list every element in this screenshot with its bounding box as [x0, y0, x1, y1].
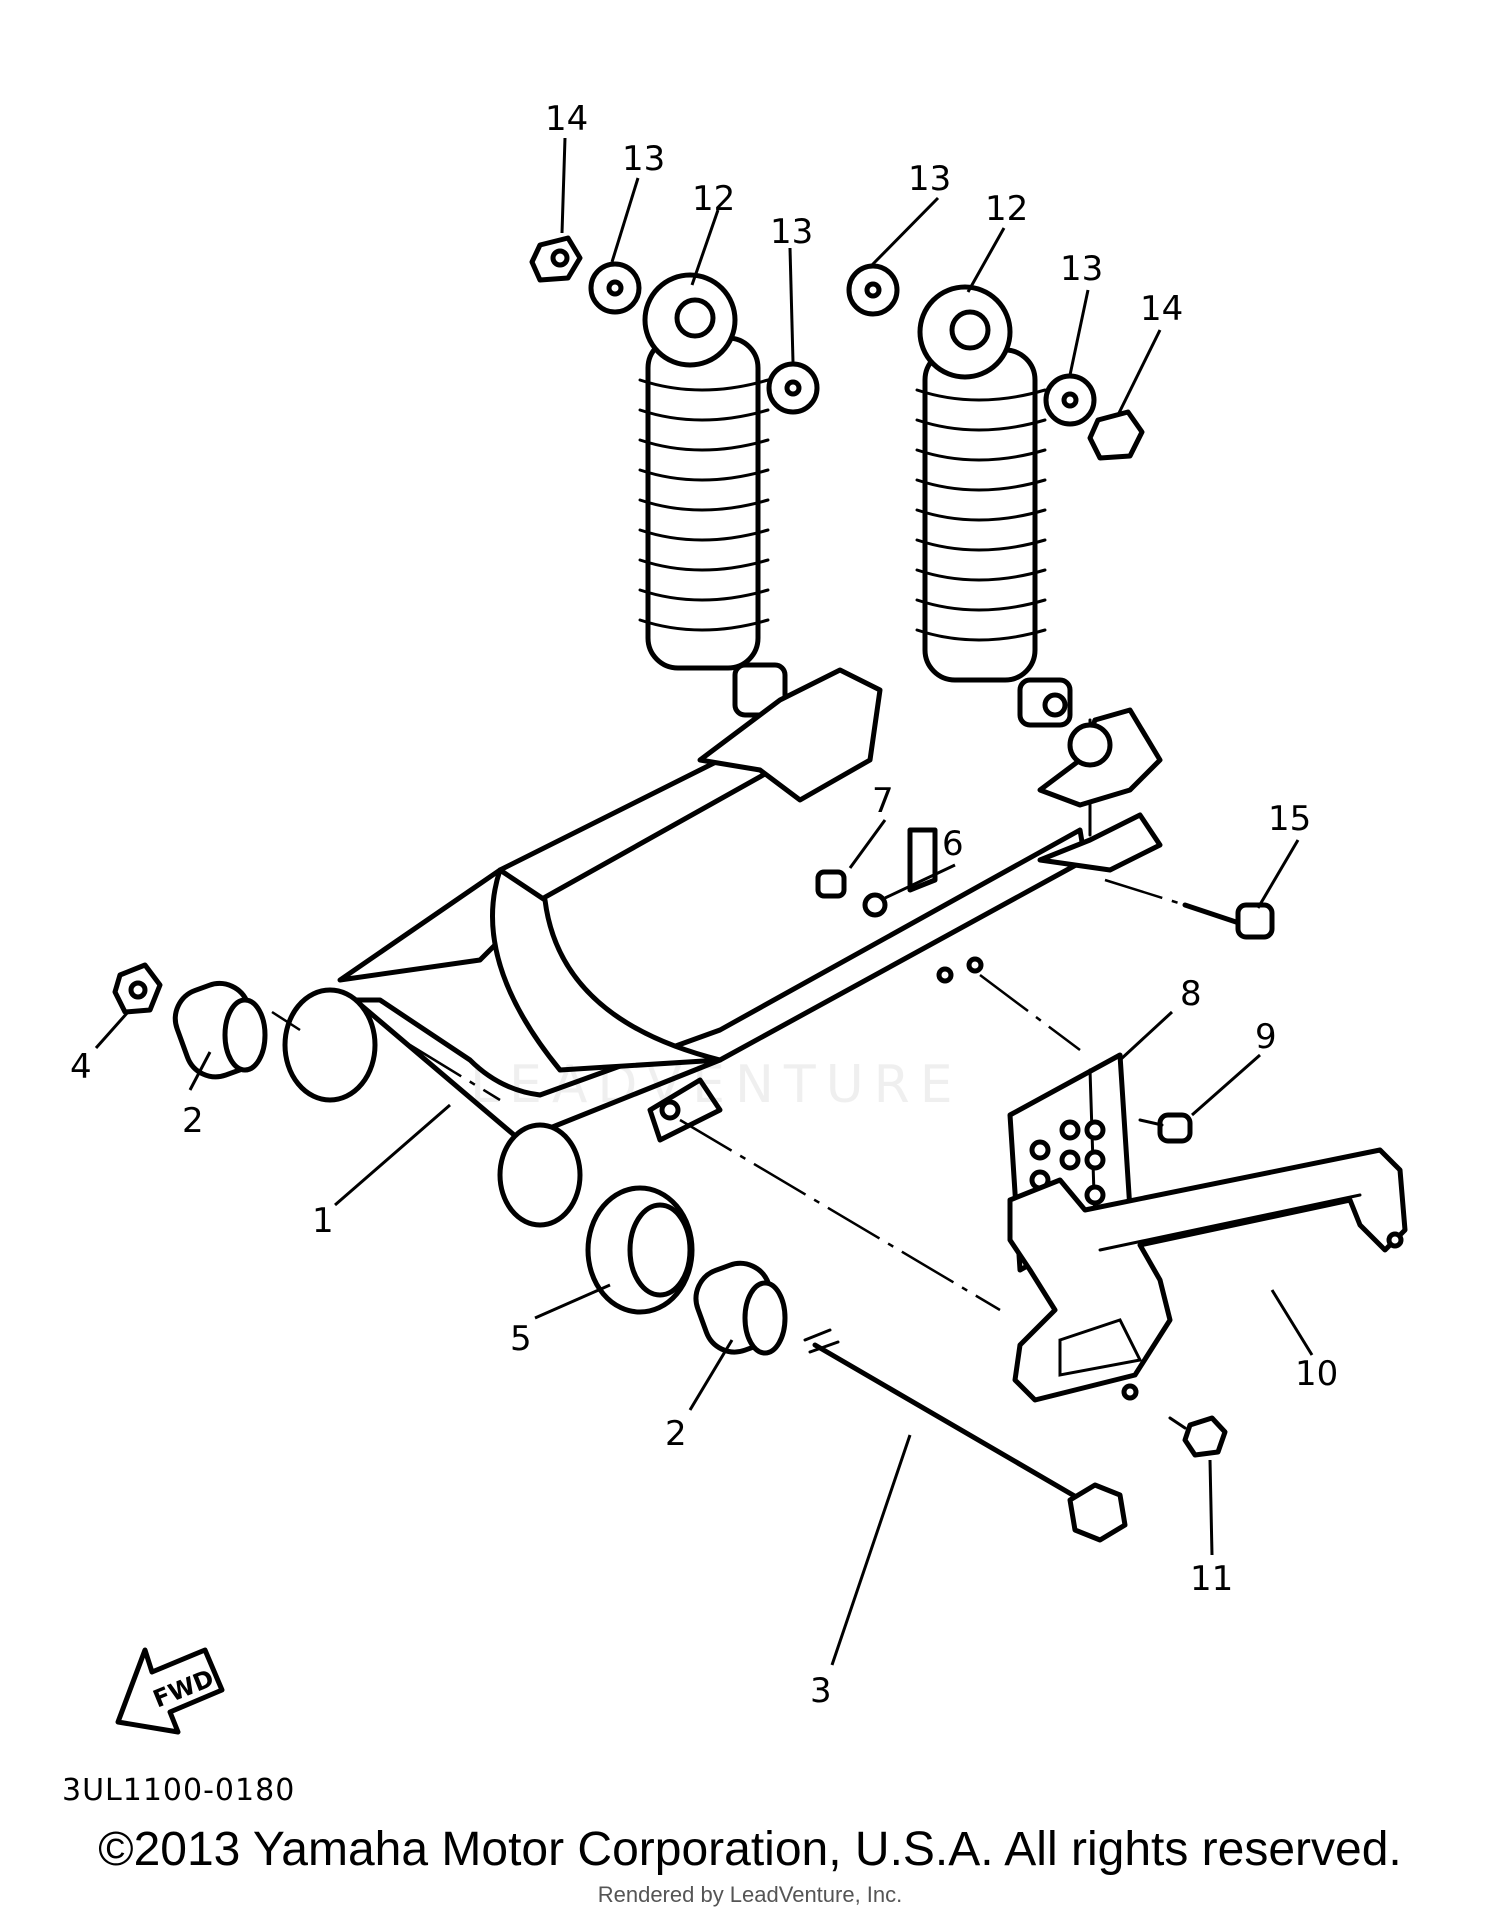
callout-14-b: 14 [1140, 289, 1183, 329]
watermark: LEADVENTURE [470, 1055, 963, 1115]
washer-13-c[interactable] [846, 263, 900, 317]
rear-shock-right[interactable] [915, 284, 1073, 728]
callout-8: 6 [942, 824, 964, 864]
callout-6: 8 [1180, 974, 1202, 1014]
callout-3: 3 [810, 1671, 832, 1711]
callout-labels: 14 13 12 13 13 12 13 14 7 6 15 8 9 10 11… [70, 99, 1338, 1711]
callout-9: 7 [872, 781, 894, 821]
callout-4: 4 [70, 1047, 92, 1087]
callout-13-b: 13 [770, 212, 813, 252]
washer-8[interactable] [862, 892, 888, 918]
leader-lines [94, 137, 1314, 1666]
washer-13-b[interactable] [766, 361, 820, 415]
callout-1: 1 [312, 1201, 334, 1241]
copyright-notice: ©2013 Yamaha Motor Corporation, U.S.A. A… [98, 1823, 1402, 1876]
callout-12-a: 12 [692, 179, 735, 219]
callout-13-d: 13 [1060, 249, 1103, 289]
fwd-arrow-icon: FWD [115, 1647, 225, 1735]
bushing-2-upper[interactable] [167, 975, 268, 1085]
nut-14-a[interactable] [529, 235, 583, 283]
washer-13-d[interactable] [1043, 373, 1097, 427]
chain-guard[interactable] [1007, 1147, 1408, 1403]
washer-13-a[interactable] [588, 261, 642, 315]
callout-2-a: 2 [182, 1101, 204, 1141]
bolt-11[interactable] [1168, 1415, 1228, 1458]
nut-4[interactable] [112, 962, 163, 1015]
callout-2-b: 2 [665, 1414, 687, 1454]
callout-10: 10 [1295, 1354, 1338, 1394]
screw-7[interactable] [1138, 1112, 1193, 1144]
bushing-2-lower[interactable] [688, 1255, 788, 1361]
nut-9[interactable] [815, 869, 847, 899]
rear-shock-left[interactable] [638, 272, 788, 718]
rendered-by-notice: Rendered by LeadVenture, Inc. [597, 1882, 903, 1907]
callout-12-b: 12 [985, 189, 1028, 229]
callout-7: 9 [1255, 1017, 1277, 1057]
collar-5[interactable] [585, 1185, 695, 1315]
diagram-code: 3UL1100-0180 [62, 1773, 296, 1808]
nut-14-b[interactable] [1087, 409, 1145, 461]
bolt-15[interactable] [1182, 902, 1275, 940]
pivot-shaft[interactable] [803, 1328, 1128, 1543]
swing-arm[interactable] [282, 667, 1163, 1228]
callout-15: 15 [1268, 799, 1311, 839]
callout-5: 5 [510, 1319, 532, 1359]
callout-14-a: 14 [545, 99, 588, 139]
callout-11: 11 [1190, 1559, 1233, 1599]
callout-13-a: 13 [622, 139, 665, 179]
callout-13-c: 13 [908, 159, 951, 199]
